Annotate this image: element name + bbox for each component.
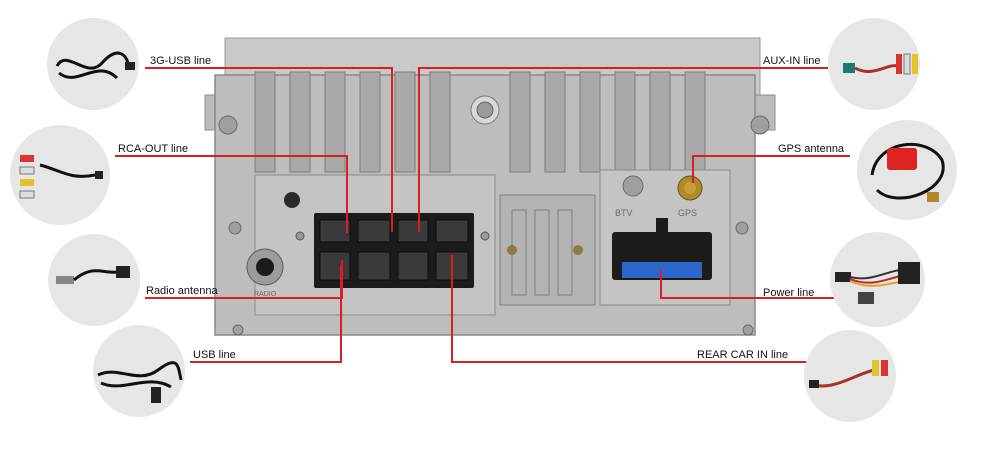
aux-cable-icon [843, 53, 918, 75]
leader-line-usb [190, 361, 342, 363]
usb-cable-photo [93, 325, 185, 417]
label-gps-antenna: GPS antenna [778, 143, 845, 155]
leader-line-power-vertical [660, 270, 662, 299]
label-3g-usb: 3G-USB line [150, 55, 212, 67]
leader-line-rear-car-vertical [451, 255, 453, 363]
leader-line-rca-out [115, 155, 348, 157]
gps-antenna-photo [857, 120, 957, 220]
leader-line-3g-usb-vertical [391, 67, 393, 232]
leader-line-3g-usb [145, 67, 393, 69]
label-radio-antenna: Radio antenna [146, 285, 218, 297]
leader-line-rear-car [453, 361, 808, 363]
usb-cable-icon [97, 361, 183, 403]
radio-antenna-cable-icon [56, 266, 130, 284]
port-label-gps: GPS [678, 208, 697, 218]
power-harness-icon [835, 262, 920, 304]
usb-cable-icon [55, 51, 135, 80]
radio-antenna-cable-photo [48, 234, 140, 326]
label-aux-in: AUX-IN line [763, 55, 821, 67]
leader-line-radio [145, 297, 343, 299]
power-harness-photo [830, 232, 925, 327]
leader-line-aux-in [418, 67, 828, 69]
port-label-radio: RADIO [254, 291, 277, 298]
leader-line-radio-vertical [341, 260, 343, 299]
leader-line-usb-vertical [340, 265, 342, 363]
rear-car-in-cable-photo [804, 330, 896, 422]
leader-line-power [662, 297, 834, 299]
leader-line-gps-vertical [692, 155, 694, 183]
label-rca-out: RCA-OUT line [118, 143, 189, 155]
label-power-line: Power line [763, 287, 815, 299]
label-usb: USB line [193, 349, 236, 361]
aux-in-cable-photo [828, 18, 920, 110]
leader-line-aux-in-vertical [418, 67, 420, 232]
leader-line-gps [692, 155, 850, 157]
leader-line-rca-out-vertical [346, 155, 348, 233]
label-rear-car-in: REAR CAR IN line [697, 349, 789, 361]
usb-3g-cable-photo [47, 18, 139, 110]
rca-out-cable-photo [10, 125, 110, 225]
rear-camera-cable-icon [809, 360, 888, 388]
gps-antenna-icon [870, 143, 945, 202]
port-label-btv: BTV [615, 208, 633, 218]
rca-cable-icon [19, 155, 103, 199]
